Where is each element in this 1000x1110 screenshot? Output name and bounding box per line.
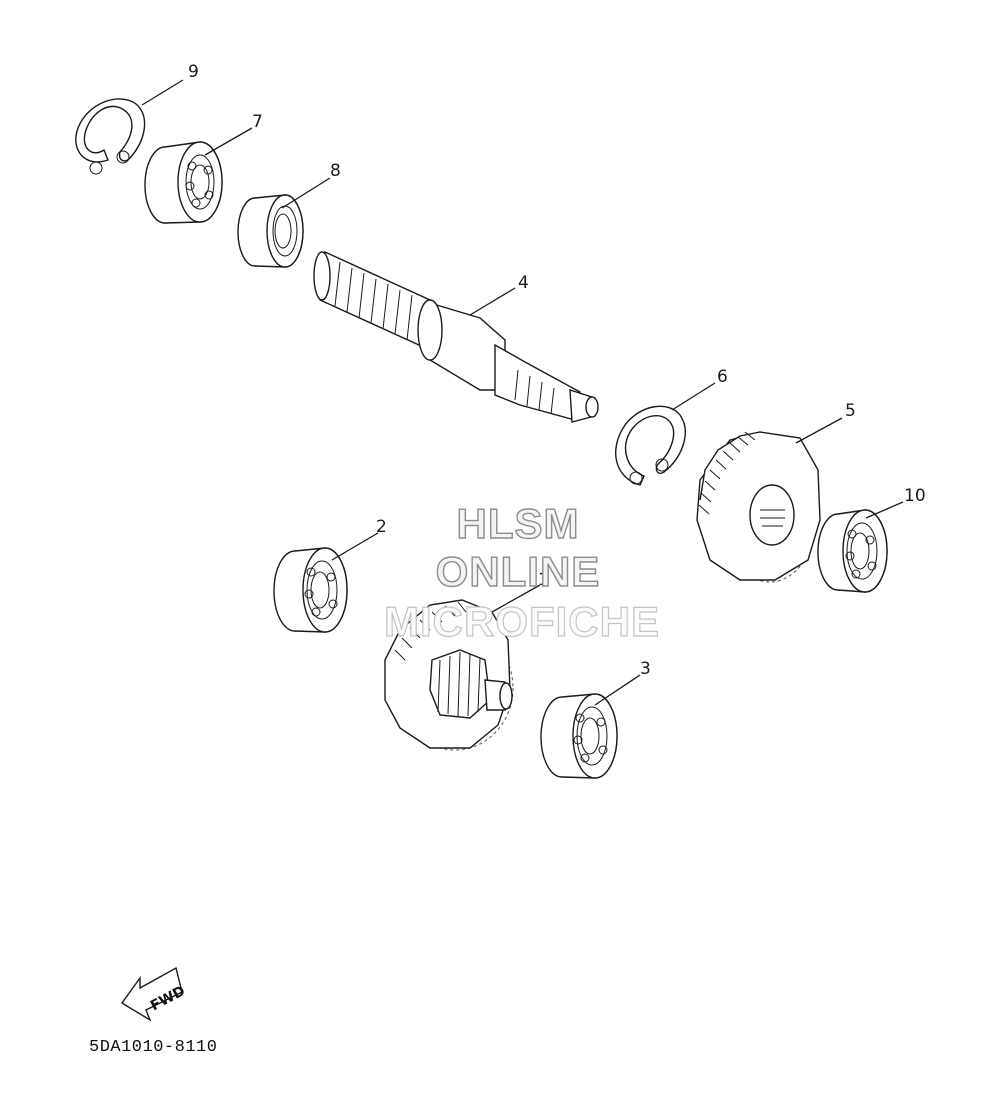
- callout-labels: 9 7 8 4 6 5 10 2 1 3: [188, 62, 926, 679]
- watermark: HLSM ONLINE MICROFICHE: [383, 499, 660, 645]
- part-5-gear[interactable]: [696, 431, 821, 583]
- callout-4: 4: [518, 273, 529, 293]
- callout-6: 6: [717, 367, 728, 387]
- part-7-bearing[interactable]: [144, 141, 223, 224]
- part-6-circlip[interactable]: [615, 405, 686, 486]
- callout-7: 7: [252, 112, 263, 132]
- part-1-gear[interactable]: [384, 599, 514, 751]
- callout-5: 5: [845, 401, 856, 421]
- fwd-arrow-icon: FWD: [120, 966, 188, 1022]
- watermark-line-1: HLSM: [457, 500, 580, 547]
- part-9-circlip[interactable]: [75, 98, 146, 175]
- callout-1: 1: [538, 570, 549, 590]
- watermark-line-2: ONLINE: [436, 548, 601, 595]
- diagram-code: 5DA1010-8110: [89, 1038, 217, 1057]
- callout-3: 3: [640, 659, 651, 679]
- part-10-bearing[interactable]: [817, 509, 888, 593]
- callout-2: 2: [376, 517, 387, 537]
- part-3-bearing[interactable]: [540, 693, 618, 779]
- part-2-bearing[interactable]: [273, 547, 348, 633]
- leader-lines: [141, 79, 904, 706]
- watermark-line-3: MICROFICHE: [384, 598, 660, 645]
- callout-8: 8: [330, 161, 341, 181]
- part-8-oil-seal[interactable]: [237, 194, 304, 268]
- callout-9: 9: [188, 62, 199, 82]
- callout-10: 10: [904, 486, 926, 506]
- part-4-shaft[interactable]: [313, 250, 599, 423]
